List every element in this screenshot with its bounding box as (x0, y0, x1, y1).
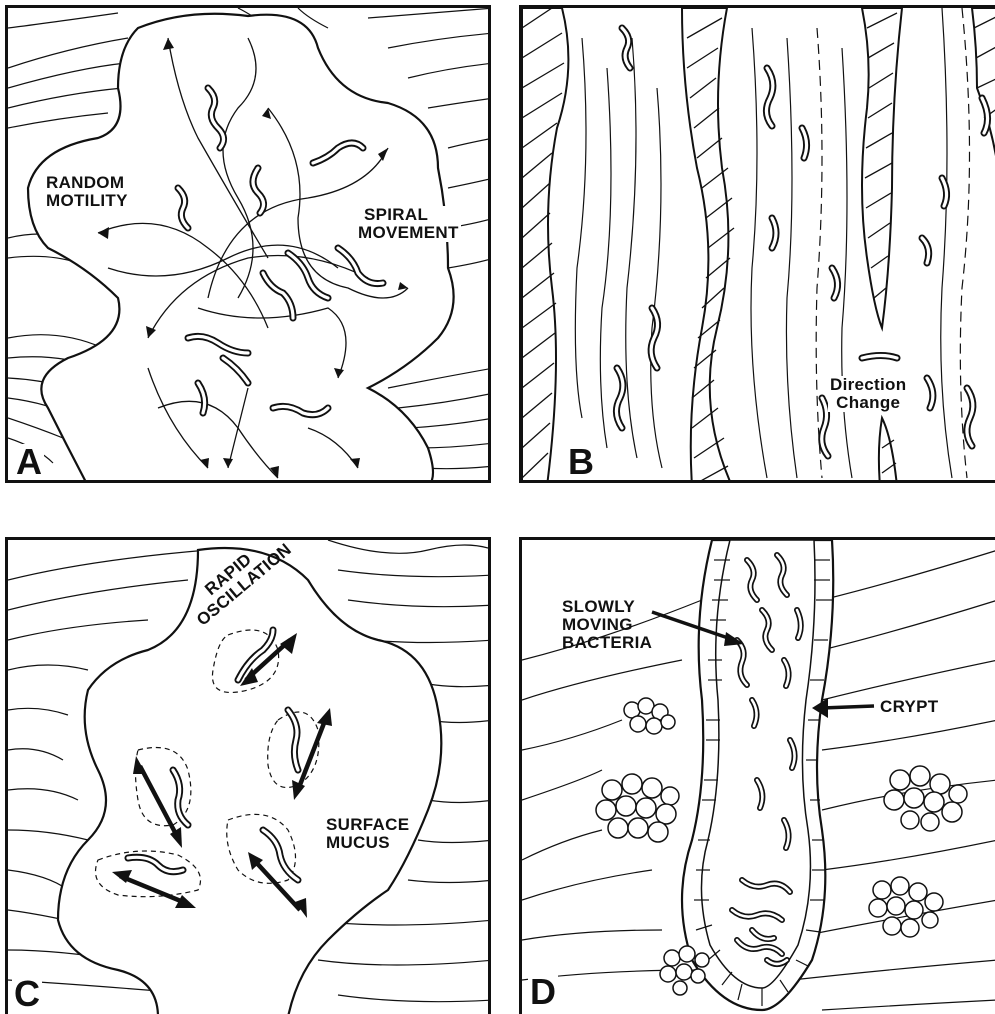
label-motility: MOTILITY (46, 192, 128, 210)
label-slowly: SLOWLY (562, 598, 652, 616)
label-spiral: SPIRAL (358, 206, 459, 224)
label-moving: MOVING (562, 616, 652, 634)
label-change: Change (830, 394, 906, 412)
panel-b-drawing (522, 8, 995, 483)
panel-letter-b: B (566, 444, 596, 480)
panel-a-drawing (8, 8, 491, 483)
panel-letter-c: C (12, 976, 42, 1012)
label-surface: SURFACE (326, 816, 409, 834)
mucus-lumen-outline (28, 14, 454, 483)
label-random: RANDOM (46, 174, 128, 192)
label-movement: MOVEMENT (358, 224, 459, 242)
panel-d: SLOWLY MOVING BACTERIA CRYPT D (519, 537, 995, 1014)
label-crypt: CRYPT (878, 698, 941, 716)
panel-letter-d: D (528, 974, 558, 1010)
label-direction-change: Direction Change (828, 376, 908, 412)
label-slowly-moving-bacteria: SLOWLY MOVING BACTERIA (562, 598, 652, 652)
label-bacteria: BACTERIA (562, 634, 652, 652)
label-mucus: MUCUS (326, 834, 409, 852)
mucus-lumen-outline (58, 548, 441, 1014)
label-spiral-movement: SPIRAL MOVEMENT (356, 206, 461, 242)
panel-letter-a: A (14, 444, 44, 480)
panel-c: RAPID OSCILLATION SURFACE MUCUS C (5, 537, 491, 1014)
panel-a: RANDOM MOTILITY SPIRAL MOVEMENT A (5, 5, 491, 483)
panel-b: Direction Change B (519, 5, 995, 483)
label-direction: Direction (830, 376, 906, 394)
panel-c-drawing (8, 540, 491, 1014)
spirochete-bacteria-inner (616, 28, 987, 456)
label-random-motility: RANDOM MOTILITY (44, 174, 130, 210)
label-surface-mucus: SURFACE MUCUS (326, 816, 409, 852)
